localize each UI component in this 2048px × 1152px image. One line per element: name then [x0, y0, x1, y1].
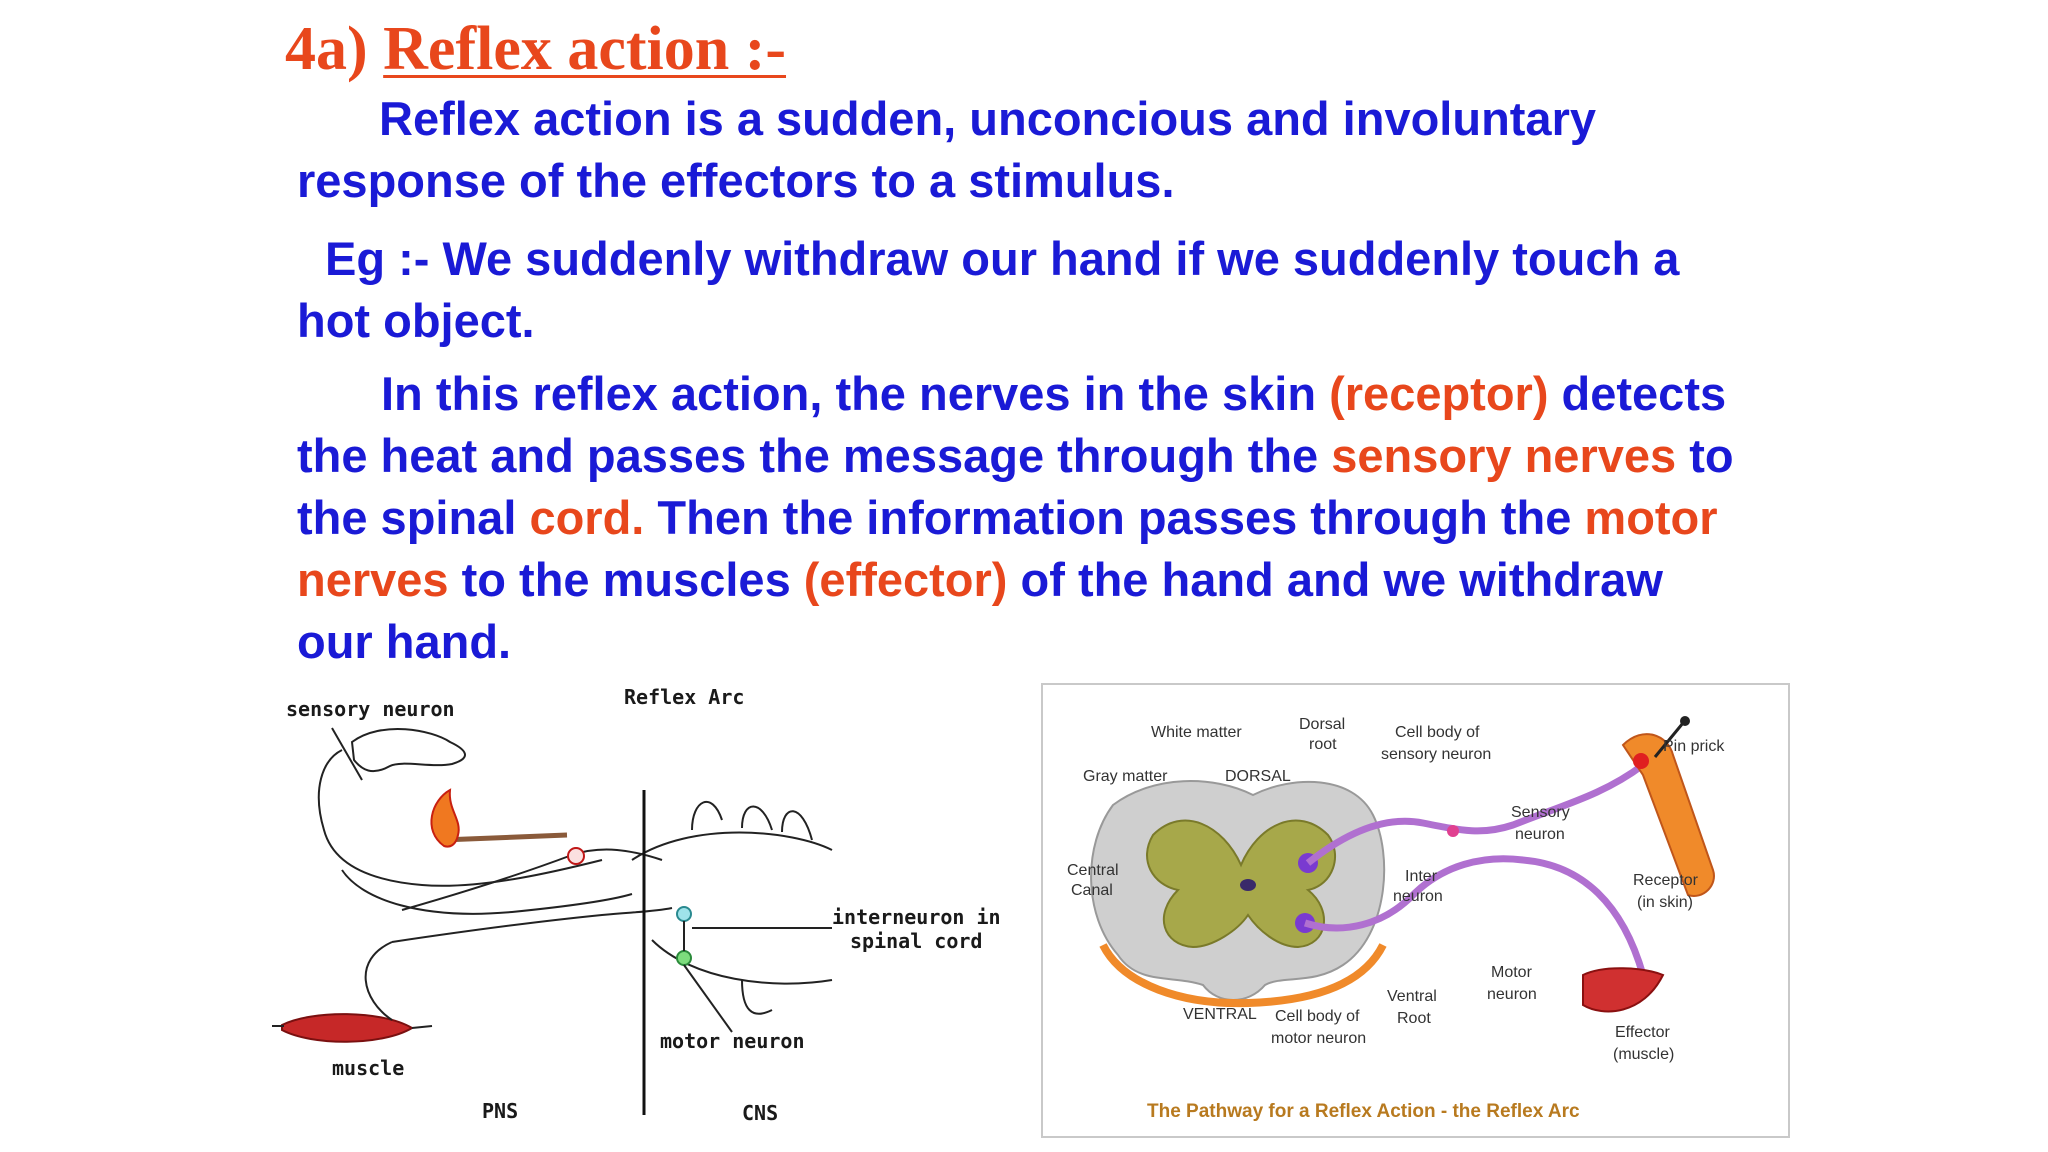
finger-outline — [350, 728, 466, 773]
sensory-fiber — [401, 848, 663, 911]
pin-head-icon — [1680, 716, 1690, 726]
sensory-neuron-label-1: Sensory — [1511, 804, 1570, 821]
effector-label-2: (muscle) — [1613, 1046, 1674, 1063]
spinal-cord-dorsal — [631, 800, 833, 861]
motor-neuron-label-2: neuron — [1487, 986, 1537, 1003]
muscle-shape — [281, 1013, 414, 1043]
ventral-label: VENTRAL — [1183, 1006, 1257, 1023]
arm-outline-bottom — [341, 869, 633, 915]
ventral-root-label-1: Ventral — [1387, 988, 1437, 1005]
definition-paragraph: Reflex action is a sudden, unconcious an… — [297, 92, 1596, 207]
motor-neuron-pointer — [683, 964, 733, 1033]
motor-pathway — [1303, 855, 1647, 976]
title-text: Reflex action :- — [383, 15, 787, 83]
inter-neuron-label-2: neuron — [1393, 888, 1443, 905]
motor-neuron-cell — [676, 950, 692, 966]
cell-body-sensory-label-1: Cell body of — [1395, 724, 1480, 741]
pin-prick-point — [1633, 753, 1649, 769]
example-paragraph: Eg :- We suddenly withdraw our hand if w… — [297, 232, 1680, 347]
central-canal-label-1: Central — [1067, 862, 1119, 879]
gray-matter-label: Gray matter — [1083, 768, 1168, 785]
ventral-edge — [1099, 943, 1387, 1008]
flame-icon — [430, 788, 460, 848]
dorsal-root-ganglion — [1447, 825, 1459, 837]
sensory-neuron-label-2: neuron — [1515, 826, 1565, 843]
explanation-text-4: Then the information passes through the — [644, 491, 1585, 544]
explanation-text-6: of the hand and we withdraw our hand. — [297, 553, 1663, 668]
sensory-pathway — [1305, 762, 1646, 866]
sensory-neuron-pointer — [331, 727, 363, 781]
cns-label: CNS — [742, 1101, 778, 1125]
inter-neuron-label-1: Inter — [1405, 868, 1438, 885]
receptor-label-2: (in skin) — [1637, 894, 1693, 911]
explanation-text-5: to the muscles — [448, 553, 804, 606]
reflex-pathway-diagram: White matter Dorsal root Cell body of se… — [1041, 683, 1790, 1138]
sensory-neuron-label: sensory neuron — [286, 697, 455, 721]
arm-outline-top — [317, 749, 603, 887]
motor-to-muscle — [364, 941, 393, 1021]
motor-fiber — [391, 907, 673, 943]
dorsal-root-label-2: root — [1309, 736, 1337, 753]
interneuron-label-1: interneuron in — [832, 905, 1001, 929]
receptor-label-1: Receptor — [1633, 872, 1699, 889]
slide-title: 4a) Reflex action :- — [285, 14, 786, 85]
motor-nerves-highlight: motor nerves — [297, 491, 1718, 606]
tendon-right — [411, 1025, 433, 1029]
explanation-text-2: detects the heat and passes the message … — [297, 367, 1727, 482]
effector-muscle-shape — [1582, 967, 1665, 1013]
sensory-nerves-highlight: sensory nerves — [1331, 429, 1677, 482]
ventral-root-label-2: Root — [1397, 1010, 1431, 1027]
effector-highlight: (effector) — [803, 553, 1008, 606]
explanation-text-1: In this reflex action, the nerves in the… — [381, 367, 1330, 420]
effector-label-1: Effector — [1615, 1024, 1671, 1041]
dorsal-label: DORSAL — [1225, 768, 1291, 785]
muscle-label: muscle — [332, 1056, 404, 1080]
title-number: 4a) — [285, 15, 368, 83]
finger-shape — [1621, 733, 1715, 897]
explanation-text-3: to the spinal — [297, 429, 1734, 544]
matchstick — [441, 832, 568, 843]
explanation-paragraph: In this reflex action, the nerves in the… — [297, 363, 1737, 673]
pns-label: PNS — [482, 1099, 518, 1123]
spinal-cord-ventral — [651, 939, 833, 1015]
interneuron-label-2: spinal cord — [850, 929, 982, 953]
reflex-arc-diagram: Reflex Arc sensory neuron interneuron in… — [272, 685, 1001, 1125]
cell-body-motor-label-2: motor neuron — [1271, 1030, 1366, 1047]
motor-neuron-label: motor neuron — [660, 1029, 805, 1053]
receptor-highlight: (receptor) — [1329, 367, 1549, 420]
pin-prick-label: Pin prick — [1663, 738, 1725, 755]
dorsal-root-label-1: Dorsal — [1299, 716, 1345, 733]
reflex-arc-title: Reflex Arc — [624, 685, 744, 709]
diagram-caption: The Pathway for a Reflex Action - the Re… — [1147, 1101, 1580, 1122]
motor-neuron-label-1: Motor — [1491, 964, 1533, 981]
white-matter-label: White matter — [1151, 724, 1242, 741]
cell-body-sensory-label-2: sensory neuron — [1381, 746, 1491, 763]
cord-highlight: cord. — [529, 491, 645, 544]
central-canal-label-2: Canal — [1071, 882, 1113, 899]
central-canal-shape — [1240, 879, 1256, 891]
pin-icon — [1653, 722, 1685, 758]
sensory-ganglion — [567, 847, 585, 865]
interneuron-cell — [676, 906, 692, 922]
cell-body-motor-label-1: Cell body of — [1275, 1008, 1360, 1025]
